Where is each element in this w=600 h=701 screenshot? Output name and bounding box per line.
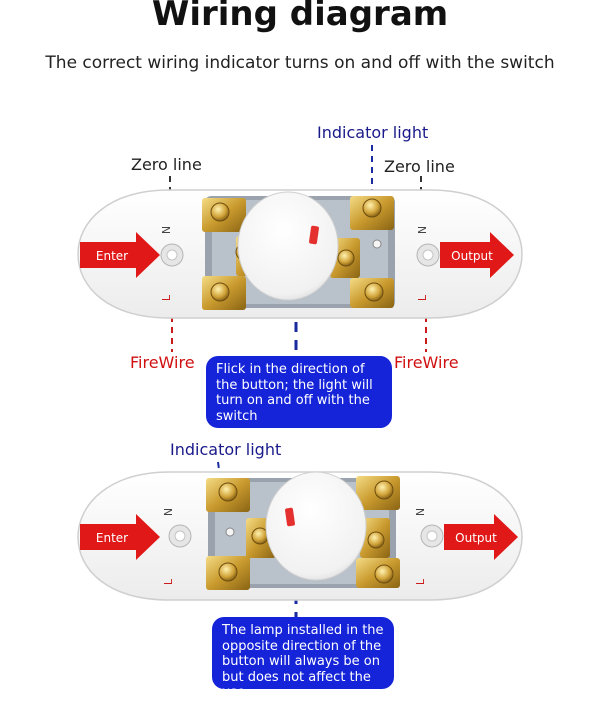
enter-label-top: Enter [96, 249, 128, 263]
indicator-light-label-top: Indicator light [317, 123, 429, 142]
terminal-screw [374, 480, 394, 500]
enter-arrow-top: Enter [80, 232, 160, 278]
callout-bottom: The lamp installed in the opposite direc… [212, 617, 394, 700]
l-mark-left-bottom: L [162, 578, 175, 585]
output-label-bottom: Output [455, 531, 497, 545]
terminal-screw [374, 564, 394, 584]
zero-line-label-left: Zero line [131, 155, 202, 174]
n-mark-right-bottom: N [414, 508, 427, 516]
terminal-screw [367, 531, 385, 549]
indicator-light-bottom [225, 527, 235, 537]
n-mark-right-top: N [416, 226, 429, 234]
terminal-screw [210, 202, 230, 222]
output-arrow-bottom: Output [444, 514, 518, 560]
n-mark-left-top: N [160, 226, 173, 234]
enter-arrow-bottom: Enter [80, 514, 160, 560]
zero-line-label-right: Zero line [384, 157, 455, 176]
indicator-mark-top [309, 225, 319, 245]
firewire-label-left: FireWire [130, 353, 195, 372]
terminal-screw [218, 562, 238, 582]
terminal-screw [364, 282, 384, 302]
indicator-light-label-bottom: Indicator light [170, 440, 282, 459]
terminal-screw [218, 482, 238, 502]
switch-button-top [237, 191, 339, 301]
callout-top: Flick in the direction of the button; th… [206, 356, 392, 428]
l-mark-right-bottom: L [414, 578, 427, 585]
output-arrow-top: Output [440, 232, 514, 278]
l-mark-left-top: L [160, 294, 173, 301]
switch-button-bottom [265, 471, 367, 581]
page-title: Wiring diagram [151, 0, 449, 34]
firewire-label-right: FireWire [394, 353, 459, 372]
terminal-screw [337, 249, 355, 267]
page-subtitle: The correct wiring indicator turns on an… [45, 53, 555, 73]
l-mark-right-top: L [416, 294, 429, 301]
indicator-mark-bottom [285, 507, 295, 527]
enter-label-bottom: Enter [96, 531, 128, 545]
n-mark-left-bottom: N [162, 508, 175, 516]
terminal-screw [251, 527, 269, 545]
terminal-screw [362, 198, 382, 218]
indicator-light-top [372, 239, 382, 249]
output-label-top: Output [451, 249, 493, 263]
terminal-screw [210, 282, 230, 302]
